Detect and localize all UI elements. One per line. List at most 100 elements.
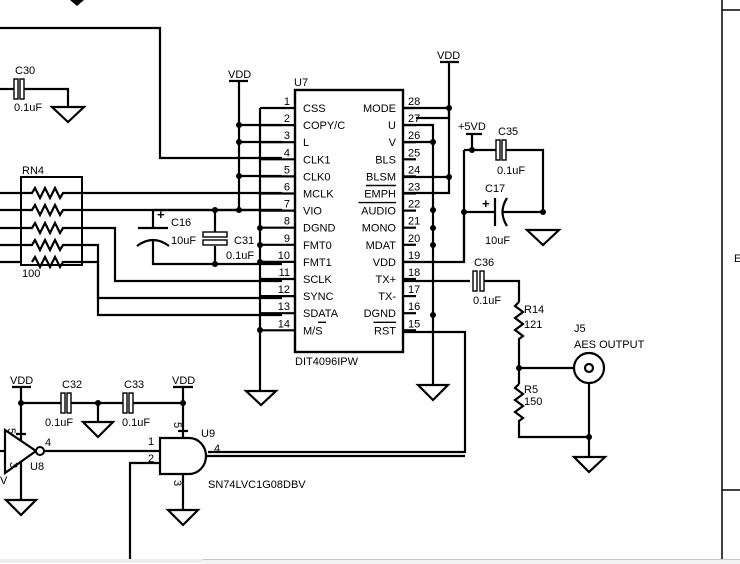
pin-name: COPY/C — [303, 120, 345, 132]
and-gate-u9: 1 2 4 5 3 U9 SN74LVC1G08DBV — [128, 422, 465, 559]
pin-number: 19 — [408, 250, 420, 262]
pin-name: AUDIO — [361, 206, 396, 218]
u7-part: DIT4096IPW — [295, 356, 359, 368]
pin-number: 6 — [284, 182, 290, 194]
pin-name: TX- — [378, 291, 396, 303]
pin-name: MONO — [362, 223, 397, 235]
u9-pin-a: 1 — [148, 436, 154, 448]
ground-icon — [243, 389, 279, 407]
rn4-value: 100 — [22, 268, 40, 280]
svg-text:+: + — [482, 196, 490, 211]
svg-text:+: + — [157, 207, 165, 222]
pin-number: 16 — [408, 301, 420, 313]
u8-pin-vcc: 5 — [5, 428, 17, 434]
pin-number: 25 — [408, 147, 420, 159]
c35-ref: C35 — [498, 126, 518, 138]
c17-ref: C17 — [485, 183, 505, 195]
pin-name: V — [389, 137, 397, 149]
pin-name: MODE — [363, 103, 396, 115]
u9-pin-vcc: 5 — [171, 422, 183, 428]
net-clk1 — [0, 26, 282, 160]
pin-name: TX+ — [376, 274, 396, 286]
title-block-border: E — [721, 0, 740, 559]
pin-name: VIO — [303, 206, 322, 218]
zone-letter: E — [734, 253, 740, 265]
ground-icon — [524, 228, 562, 247]
pin-name: VDD — [373, 257, 396, 269]
pin-number: 4 — [284, 147, 290, 159]
pin-number: 13 — [278, 301, 290, 313]
pin-number: 22 — [408, 199, 420, 211]
u9-pin-gnd: 3 — [171, 480, 183, 486]
u8-partial-label: V — [0, 475, 8, 487]
u9-pin-b: 2 — [148, 453, 154, 465]
pin-number: 20 — [408, 233, 420, 245]
pin-number: 21 — [408, 216, 420, 228]
pin-number: 5 — [284, 164, 290, 176]
u9-part: SN74LVC1G08DBV — [208, 479, 306, 491]
j5-label: AES OUTPUT — [574, 339, 645, 351]
pin-name: CLK1 — [303, 154, 331, 166]
pin-name: CLK0 — [303, 171, 331, 183]
pin-name: BLS — [375, 154, 396, 166]
c32-value: 0.1uF — [45, 417, 73, 429]
plus5vd-label: +5VD — [458, 121, 486, 133]
capacitor-c30: C30 0.1uF — [0, 65, 70, 114]
c33-value: 0.1uF — [122, 417, 150, 429]
inverter-u8: 5 4 3 U8 V — [0, 418, 160, 500]
pin-name: EMPH — [364, 189, 396, 201]
pin-name: CSS — [303, 103, 326, 115]
u7-ref: U7 — [294, 77, 308, 89]
r5-ref: R5 — [524, 384, 538, 396]
capacitor-c31: C31 0.1uF — [202, 207, 254, 267]
pin-number: 12 — [278, 284, 290, 296]
u9-ref: U9 — [201, 428, 215, 440]
pin-name: DGND — [364, 308, 396, 320]
offpage-arrow-icon — [70, 0, 84, 6]
c17-value: 10uF — [485, 235, 510, 247]
pin-name: BLSM — [366, 171, 396, 183]
pin-number: 3 — [284, 130, 290, 142]
pin-number: 18 — [408, 267, 420, 279]
net-sdata — [82, 260, 282, 317]
ground-icon — [165, 508, 201, 527]
pin-number: 26 — [408, 130, 420, 142]
c33-ref: C33 — [124, 379, 144, 391]
pin-number: 7 — [284, 199, 290, 211]
u7-right-nets: VDD — [208, 50, 470, 454]
c16-value: 10uF — [171, 235, 196, 247]
pin-name: MCLK — [303, 189, 334, 201]
capacitor-c16: + C16 10uF — [136, 207, 282, 266]
c35-value: 0.1uF — [497, 165, 525, 177]
pin-name: FMT1 — [303, 257, 332, 269]
pin-name: SCLK — [303, 274, 332, 286]
gate-section: VDD C32 0.1uF C33 0.1uF VDD — [10, 375, 195, 438]
pin-name: MDAT — [366, 240, 397, 252]
horizontal-scrollbar-thumb[interactable] — [203, 559, 740, 564]
pin-name: L — [303, 137, 309, 149]
c31-ref: C31 — [234, 235, 254, 247]
c36-value: 0.1uF — [473, 295, 501, 307]
c32-ref: C32 — [62, 379, 82, 391]
c16-ref: C16 — [171, 217, 191, 229]
pin-name: SDATA — [303, 308, 339, 320]
pin-name: RST — [374, 325, 396, 337]
pin-number: 2 — [284, 113, 290, 125]
r5-value: 150 — [524, 396, 542, 408]
u8-ref: U8 — [30, 461, 44, 473]
ground-icon — [49, 105, 87, 124]
pin-number: 14 — [278, 318, 290, 330]
j5-ref: J5 — [574, 323, 586, 335]
